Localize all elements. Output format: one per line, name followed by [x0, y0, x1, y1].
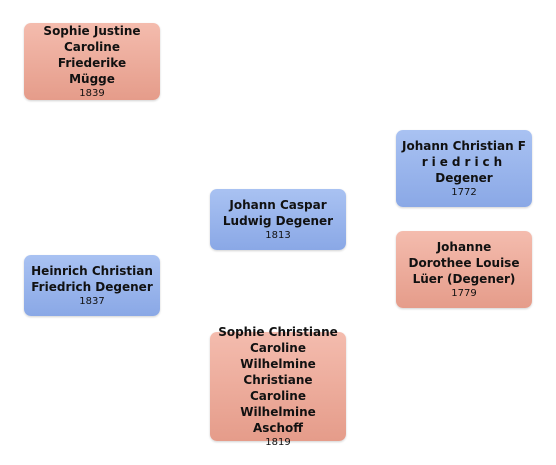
person-year: 1837	[79, 296, 105, 307]
person-name: Sophie Christiane Caroline Wilhelmine Ch…	[218, 325, 338, 435]
person-name: Heinrich Christian Friedrich Degener	[31, 264, 153, 294]
person-year: 1839	[79, 88, 105, 99]
person-year: 1819	[265, 437, 291, 448]
person-name: Sophie Justine Caroline Friederike Mügge	[43, 24, 141, 86]
person-year: 1813	[265, 230, 291, 241]
person-node-sophie-christiane[interactable]: Sophie Christiane Caroline Wilhelmine Ch…	[210, 325, 346, 448]
person-node-heinrich[interactable]: Heinrich Christian Friedrich Degener 183…	[24, 255, 160, 316]
person-name-line-1: Johann Christian F	[402, 139, 527, 153]
person-node-sophie-justine[interactable]: Sophie Justine Caroline Friederike Mügge…	[24, 23, 160, 100]
person-node-johann-caspar[interactable]: Johann Caspar Ludwig Degener 1813	[210, 189, 346, 250]
person-name-line-2: riedrich	[421, 155, 507, 169]
person-node-johann-christian[interactable]: Johann Christian F riedrich Degener 1772	[396, 130, 532, 207]
person-year: 1772	[451, 187, 477, 198]
person-year: 1779	[451, 288, 477, 299]
person-name: Johanne Dorothee Louise Lüer (Degener)	[408, 240, 520, 286]
person-name-line-3: Degener	[435, 171, 493, 185]
person-name: Johann Caspar Ludwig Degener	[222, 198, 334, 228]
person-node-johanne-dorothee[interactable]: Johanne Dorothee Louise Lüer (Degener) 1…	[396, 231, 532, 308]
